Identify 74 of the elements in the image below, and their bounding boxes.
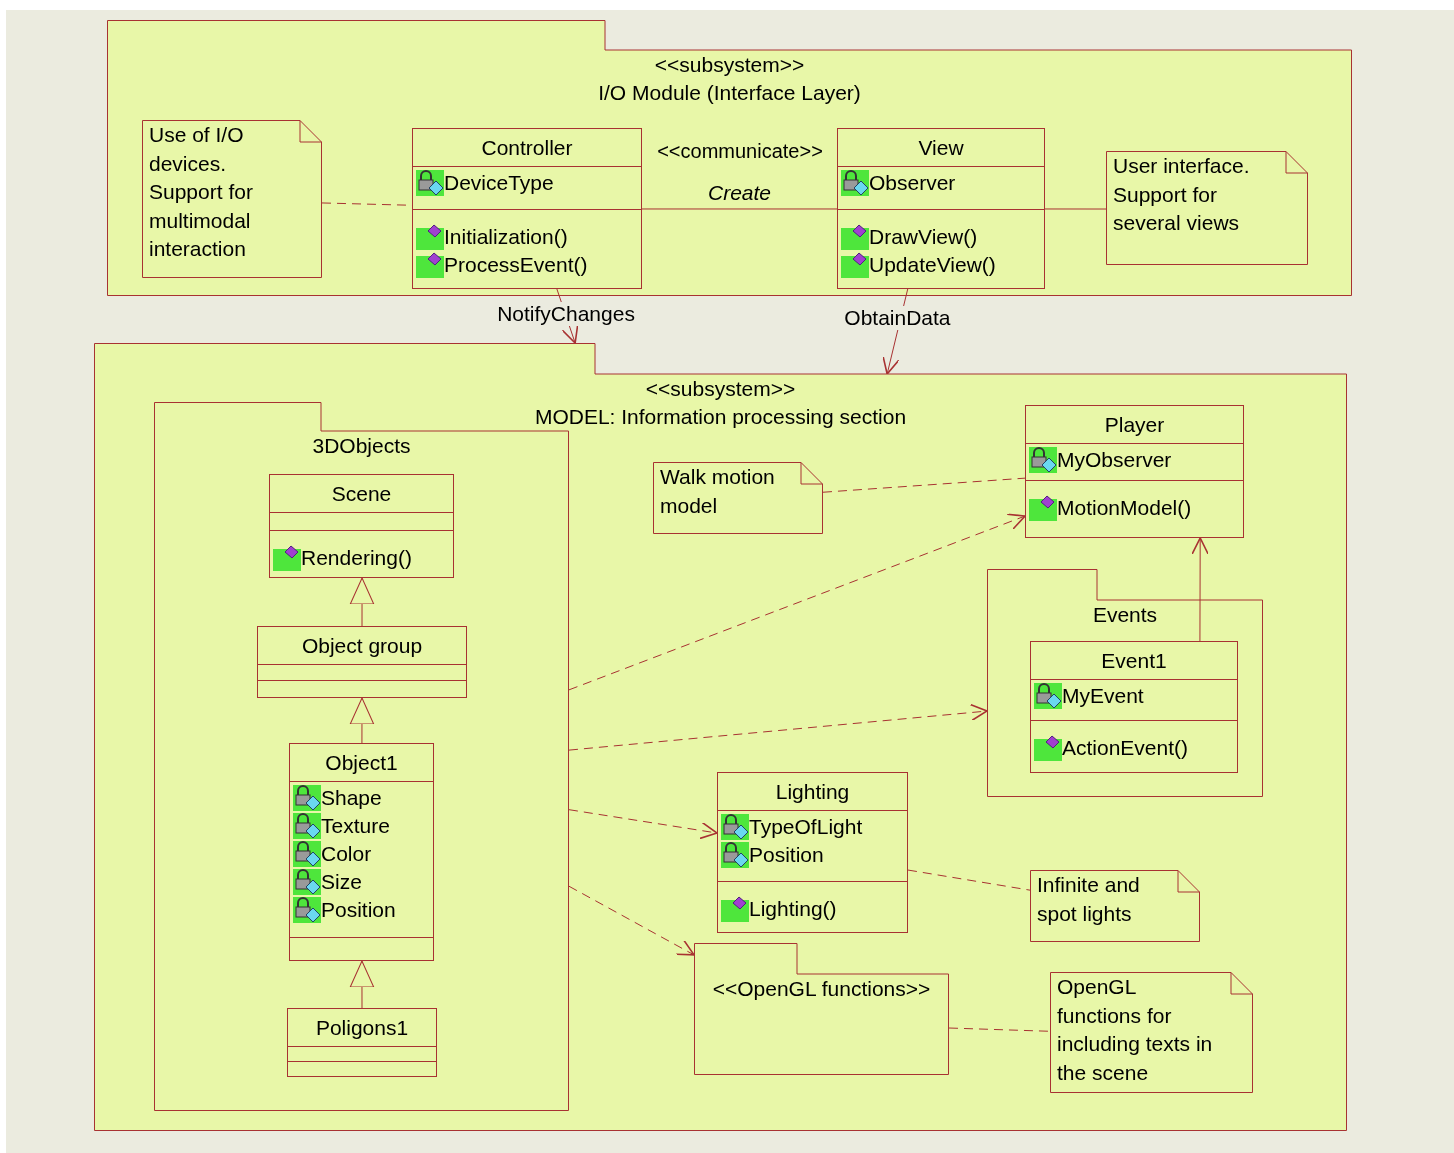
dependency-arrow xyxy=(568,885,695,956)
class-box xyxy=(287,1008,437,1077)
dashed-connector xyxy=(907,869,1031,891)
stereotype-label: <<subsystem>> xyxy=(654,52,805,78)
note-text: OpenGL functions for including texts in the scene xyxy=(1057,974,1214,1086)
method-name: DrawView() xyxy=(869,224,978,251)
package-name: <<OpenGL functions>> xyxy=(712,976,931,1002)
note xyxy=(1050,972,1253,1093)
dependency-arrow xyxy=(568,703,988,751)
note-text: Infinite and spot lights xyxy=(1037,872,1141,927)
class-name: Controller xyxy=(481,134,573,161)
attribute-name: Observer xyxy=(869,170,956,197)
generalization-arrow xyxy=(349,960,375,1009)
attribute-name: Shape xyxy=(321,785,382,812)
attribute-name: Size xyxy=(321,869,362,896)
package-name: 3DObjects xyxy=(312,433,411,459)
attribute-name: Texture xyxy=(321,813,390,840)
method-name: UpdateView() xyxy=(869,252,996,279)
class-box xyxy=(1030,641,1238,773)
note xyxy=(653,462,823,534)
package-frame xyxy=(94,343,1347,1131)
method-name: ActionEvent() xyxy=(1062,735,1189,762)
arrow xyxy=(1191,537,1209,642)
class-box xyxy=(837,128,1045,289)
class-box xyxy=(257,626,467,698)
method-name: Rendering() xyxy=(301,545,412,572)
connector-line xyxy=(1044,208,1107,210)
dashed-connector xyxy=(822,477,1026,493)
connector-line xyxy=(641,208,838,210)
attribute-name: Position xyxy=(321,897,396,924)
class-name: Object group xyxy=(301,632,423,659)
class-name: Player xyxy=(1104,411,1165,438)
attribute-name: DeviceType xyxy=(444,170,554,197)
class-name: Lighting xyxy=(775,778,850,805)
note xyxy=(1030,870,1200,942)
class-name: Scene xyxy=(331,480,392,507)
stereotype-label: <<communicate>> xyxy=(657,139,823,163)
attribute-name: Color xyxy=(321,841,372,868)
class-box xyxy=(1025,405,1244,538)
generalization-arrow xyxy=(349,577,375,627)
class-name: View xyxy=(918,134,964,161)
package-frame xyxy=(987,569,1263,797)
package-name: MODEL: Information processing section xyxy=(534,404,907,430)
attribute-name: Position xyxy=(749,842,824,869)
class-name: Event1 xyxy=(1101,647,1167,674)
note xyxy=(142,120,322,278)
class-box xyxy=(412,128,642,289)
class-box xyxy=(289,743,434,961)
method-name: Initialization() xyxy=(444,224,568,251)
package-frame xyxy=(694,943,949,1075)
generalization-arrow xyxy=(349,697,375,744)
package-frame xyxy=(107,20,1352,296)
package-name: I/O Module (Interface Layer) xyxy=(598,80,861,106)
class-box xyxy=(269,474,454,578)
dependency-arrow xyxy=(568,809,718,840)
package-name: Events xyxy=(1092,602,1158,628)
stereotype-label: <<subsystem>> xyxy=(645,376,796,402)
class-box xyxy=(717,772,908,933)
class-name: Poligons1 xyxy=(315,1014,409,1041)
edge-label: ObtainData xyxy=(842,305,953,330)
method-name: Lighting() xyxy=(749,896,837,923)
method-name: MotionModel() xyxy=(1057,495,1192,522)
attribute-name: MyEvent xyxy=(1062,683,1144,710)
note-text: Walk motion model xyxy=(660,464,776,519)
note-text: Use of I/O devices. Support for multimodal interaction xyxy=(149,122,254,262)
dashed-connector xyxy=(948,1027,1051,1032)
method-name: ProcessEvent() xyxy=(444,252,588,279)
dependency-arrow xyxy=(568,513,1026,691)
edge-label: NotifyChanges xyxy=(495,302,637,326)
note xyxy=(1106,151,1308,265)
attribute-name: TypeOfLight xyxy=(749,814,863,841)
attribute-name: MyObserver xyxy=(1057,447,1172,474)
class-name: Object1 xyxy=(325,749,398,776)
note-text: User interface. Support for several views xyxy=(1113,153,1251,236)
